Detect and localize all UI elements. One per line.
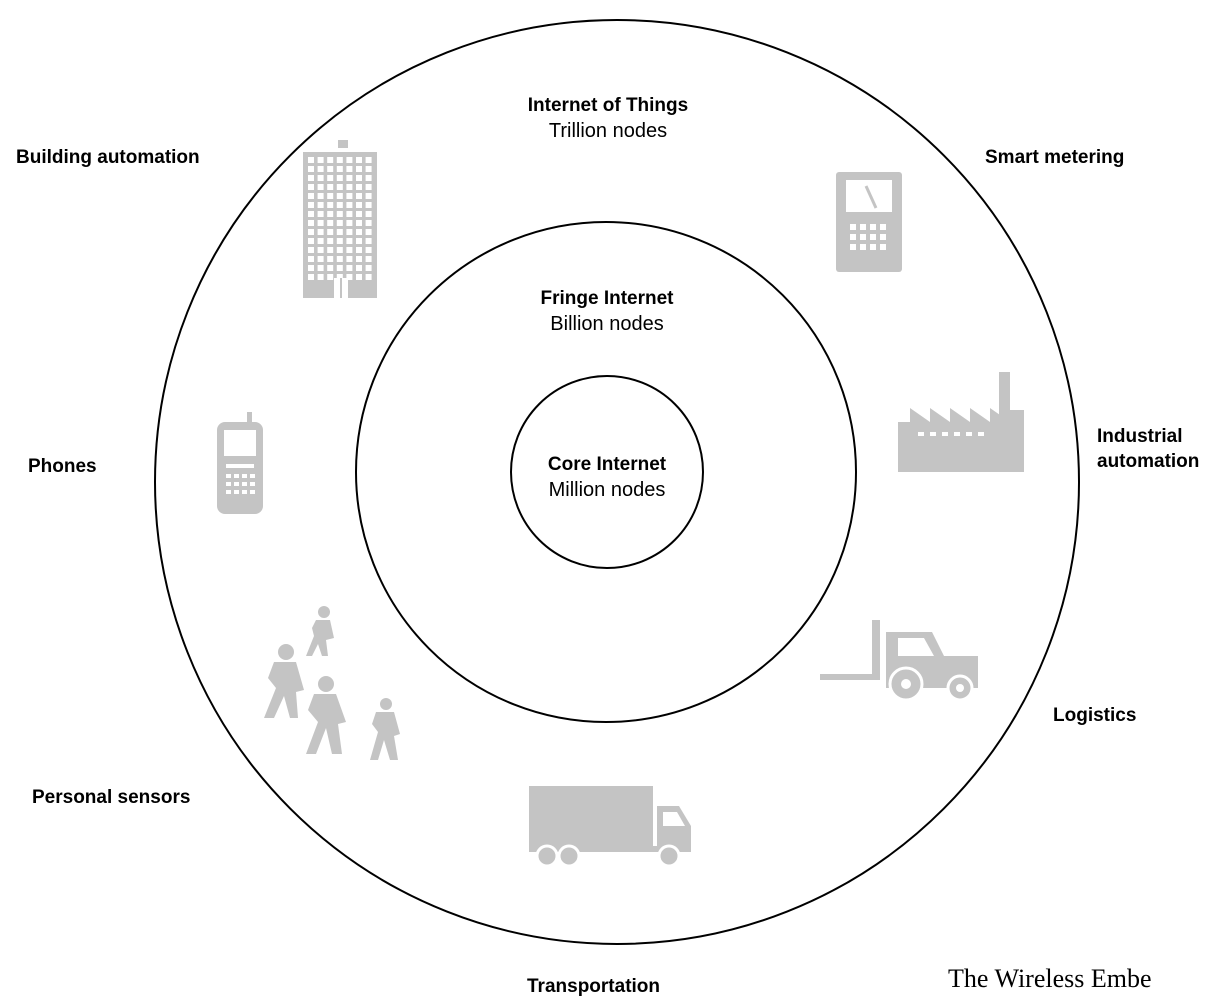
phone-icon xyxy=(215,412,265,514)
building-icon xyxy=(302,138,378,298)
inner-ring xyxy=(510,375,704,569)
pedestrians-icon xyxy=(258,604,406,766)
outer-ring-subtitle: Trillion nodes xyxy=(548,120,668,142)
forklift-icon xyxy=(820,618,980,702)
middle-ring-subtitle: Billion nodes xyxy=(550,313,664,335)
label-smart-metering: Smart metering xyxy=(985,147,1125,168)
label-personal-sensors: Personal sensors xyxy=(32,787,191,808)
outer-ring xyxy=(154,19,1080,945)
label-automation: automation xyxy=(1097,451,1200,472)
middle-ring xyxy=(355,221,857,723)
inner-ring-subtitle: Million nodes xyxy=(548,479,666,501)
label-transportation: Transportation xyxy=(527,976,661,997)
label-phones: Phones xyxy=(28,456,97,477)
smart-meter-icon xyxy=(836,172,902,272)
factory-icon xyxy=(898,372,1024,474)
middle-ring-title: Fringe Internet xyxy=(540,288,674,309)
label-logistics: Logistics xyxy=(1053,705,1137,726)
outer-ring-title: Internet of Things xyxy=(527,95,689,116)
inner-ring-title: Core Internet xyxy=(547,454,667,475)
label-industrial: Industrial xyxy=(1097,426,1183,447)
truck-icon xyxy=(529,786,693,868)
label-building-automation: Building automation xyxy=(16,147,200,168)
caption-text: The Wireless Embe xyxy=(948,964,1152,993)
